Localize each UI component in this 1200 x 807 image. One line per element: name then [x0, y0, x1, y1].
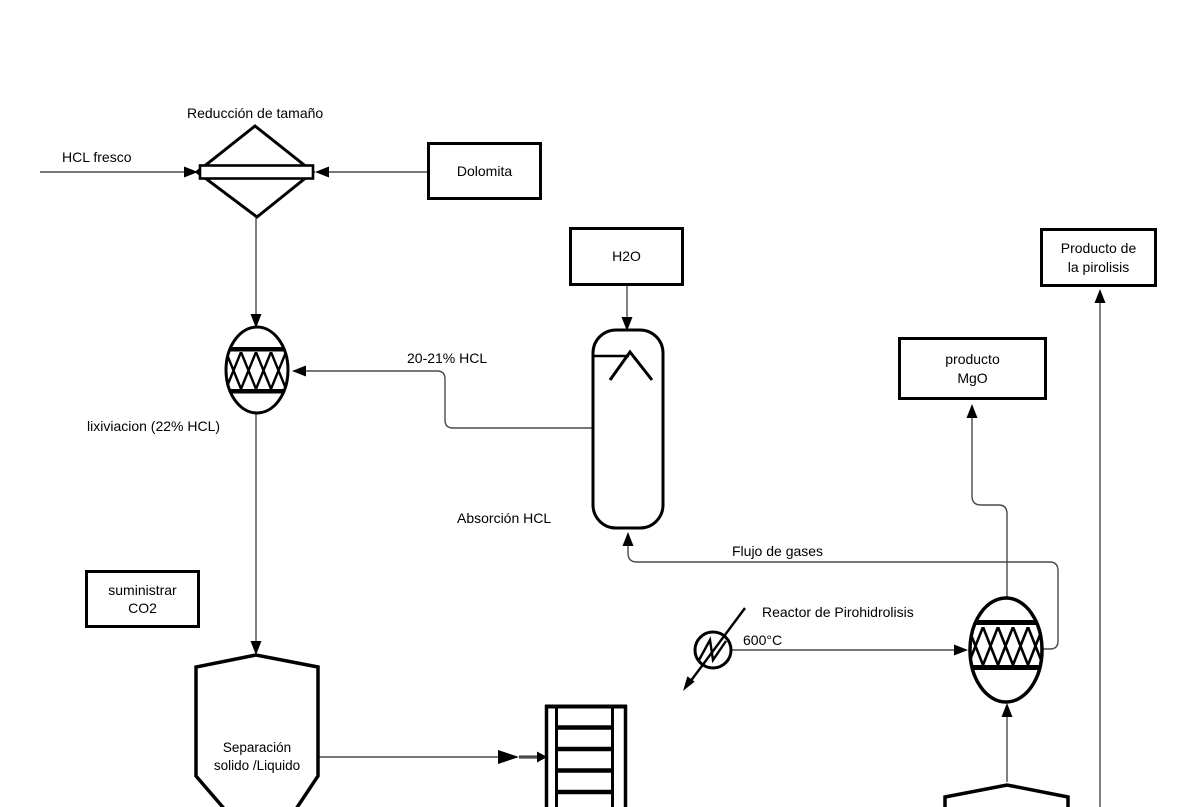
- mgo-product-box: producto MgO: [898, 337, 1047, 400]
- water-box: H2O: [569, 227, 684, 286]
- co2-box-line1: suministrar: [108, 581, 177, 598]
- arrow-into-crusher-left: [184, 166, 198, 178]
- arrow-into-crusher-right: [315, 166, 329, 178]
- dolomite-box: Dolomita: [427, 142, 542, 200]
- stream-gas-flow-line: [627, 546, 1059, 650]
- mgo-box-line2: MgO: [957, 369, 988, 386]
- leach-vessel: [224, 325, 290, 415]
- label-hcl-2021: 20-21% HCL: [407, 350, 488, 366]
- leach-packing-band: [226, 347, 288, 394]
- pyrolysis-product-box: Producto de la pirolisis: [1040, 228, 1157, 287]
- label-size-reduction: Reducción de tamaño: [187, 105, 324, 121]
- heater-diagonal-line: [689, 607, 746, 683]
- label-hcl-fresh: HCL fresco: [62, 149, 132, 165]
- arrow-into-leach-top: [250, 314, 262, 328]
- reactor-packing-band: [970, 620, 1042, 670]
- arrow-into-absorber-top: [621, 317, 633, 331]
- filter-press: [544, 704, 628, 807]
- arrow-into-absorber-bottom: [622, 532, 634, 546]
- separator-label: Separación solido /Liquido: [196, 739, 318, 774]
- dolomite-box-label: Dolomita: [456, 162, 513, 179]
- product-hopper: [943, 783, 1070, 807]
- streams: [40, 171, 1101, 807]
- mgo-box-line1: producto: [945, 351, 1000, 368]
- co2-supply-box: suministrar CO2: [85, 570, 200, 628]
- heater-symbol: [683, 607, 746, 691]
- separator-hopper: [194, 653, 320, 807]
- reactor-outline: [968, 596, 1044, 704]
- absorber-column: [591, 328, 665, 530]
- arrow-into-reactor-left: [954, 644, 968, 656]
- stream-acid-to-leach-line: [306, 370, 593, 429]
- arrow-filter-big: [498, 750, 519, 764]
- label-absorption: Absorción HCL: [457, 510, 552, 526]
- absorber-spray-chevron: [608, 349, 654, 381]
- label-temperature: 600°C: [743, 632, 783, 648]
- leach-vessel-outline: [224, 325, 290, 415]
- label-gas-flow: Flujo de gases: [732, 543, 824, 559]
- arrowheads: [184, 166, 1106, 764]
- arrow-into-filter: [537, 751, 547, 763]
- label-leaching: lixiviacion (22% HCL): [87, 418, 221, 434]
- pyrohydrolysis-reactor: [968, 596, 1044, 704]
- crusher-slot: [198, 164, 315, 180]
- pyrolysis-box-line1: Producto de: [1060, 240, 1137, 257]
- arrow-into-reactor-bottom: [1001, 703, 1013, 717]
- separator-label-line1: Separación: [222, 740, 292, 755]
- heater-diagonal-arrow: [683, 676, 695, 691]
- stream-reactor-to-mgo-line: [971, 418, 1008, 598]
- separator-label-line2: solido /Liquido: [213, 757, 301, 773]
- label-pyro-reactor: Reactor de Pirohidrolisis: [762, 604, 914, 620]
- water-box-label: H2O: [612, 248, 641, 265]
- absorber-shell: [591, 328, 665, 530]
- crusher-symbol: [194, 124, 316, 219]
- co2-box-line2: CO2: [128, 600, 157, 616]
- arrow-into-mgo-box: [966, 404, 978, 418]
- arrow-into-leach-right: [292, 365, 306, 377]
- heater-zigzag: [697, 636, 727, 664]
- pyrolysis-box-line2: la pirolisis: [1067, 258, 1130, 275]
- arrow-into-separator-top: [250, 641, 262, 655]
- arrow-into-pyrolysis-box: [1094, 289, 1106, 303]
